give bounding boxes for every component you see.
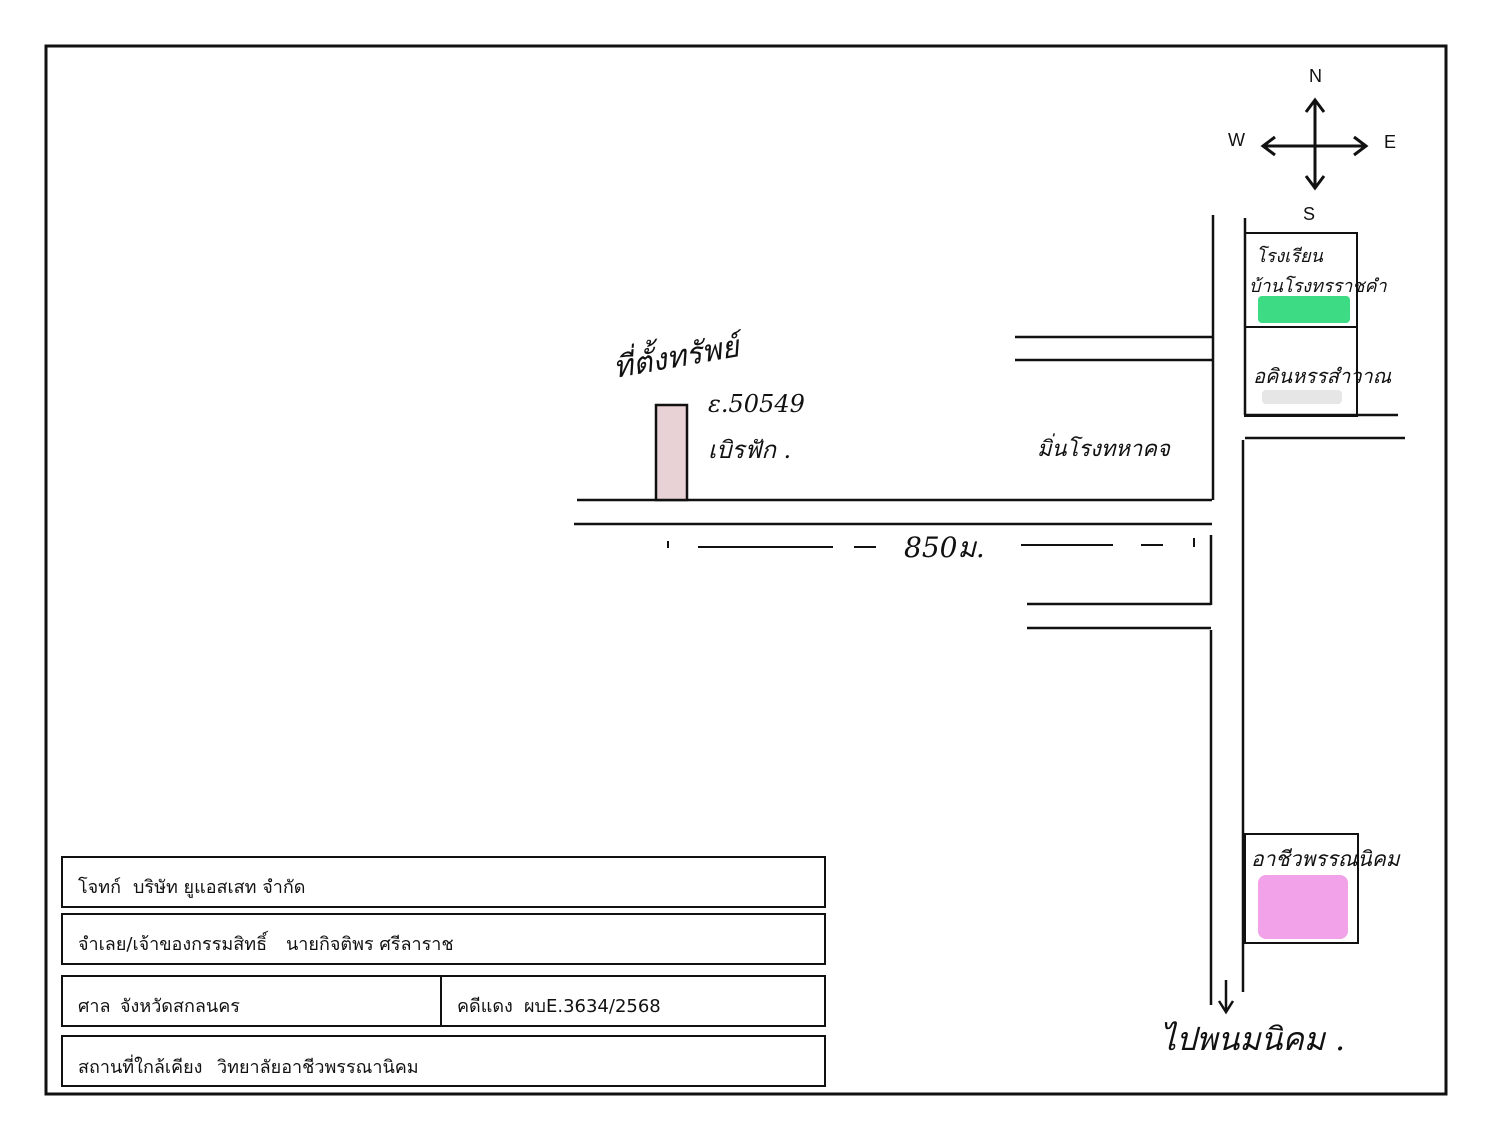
college-outline [1244, 833, 1359, 944]
compass-north-label: N [1309, 66, 1322, 86]
college-block: อาชีวพรรณนิคม [1244, 833, 1401, 944]
court-label: ศาล [78, 996, 111, 1017]
map-frame [44, 44, 1448, 1096]
nearby-row [61, 1035, 826, 1087]
compass-west-label: W [1228, 130, 1245, 150]
college-label: อาชีวพรรณนิคม [1251, 847, 1401, 871]
temple-block: อคินหรรสำวาณ [1244, 326, 1392, 417]
school-label: โรงเรียน [1256, 245, 1323, 267]
direction-label: ไปพนมนิคม . [1160, 1020, 1345, 1058]
west-arrow-icon [1260, 135, 1276, 157]
case-label: คดีแดง [457, 996, 513, 1017]
court-row [61, 975, 826, 1027]
compass-east-label: E [1384, 132, 1396, 152]
defendant-row [61, 913, 826, 965]
school-highlight [1258, 296, 1350, 323]
temple-highlight [1262, 390, 1342, 404]
side-road-upper [1015, 335, 1213, 362]
temple-outline [1244, 326, 1358, 417]
compass-south-label: S [1303, 204, 1315, 224]
court-value: จังหวัดสกลนคร [120, 996, 240, 1017]
defendant-label: จำเลย/เจ้าของกรรมสิทธิ์ [78, 930, 269, 955]
distance-label: 850ม. [904, 531, 985, 564]
south-arrow-icon [1304, 175, 1326, 191]
property-title: ที่ตั้งทรัพย์ [609, 323, 747, 386]
college-highlight [1258, 875, 1348, 939]
school-name-label: บ้านโรงทรราชคำ [1249, 275, 1388, 297]
direction-arrow [1217, 980, 1235, 1015]
info-table [61, 856, 826, 1087]
nearby-value: วิทยาลัยอาชีวพรรณานิคม [217, 1057, 419, 1078]
property-note: เบิรฟัก . [708, 436, 791, 464]
north-arrow-icon [1304, 97, 1326, 113]
plaintiff-label: โจทก์ [78, 876, 121, 898]
plaintiff-row [61, 856, 826, 908]
compass [1260, 97, 1369, 191]
school-block: โรงเรียน บ้านโรงทรราชคำ [1244, 232, 1388, 328]
property-marker [654, 403, 689, 502]
case-value: ผบE.3634/2568 [524, 996, 661, 1017]
vertical-road [1209, 215, 1247, 1005]
defendant-value: นายกิจติพร ศรีลาราช [286, 934, 454, 955]
side-road-lower [1027, 602, 1211, 630]
temple-label: อคินหรรสำวาณ [1253, 364, 1392, 388]
nearby-label: สถานที่ใกล้เคียง [78, 1054, 202, 1078]
distance-dimension [667, 538, 1195, 548]
east-arrow-icon [1353, 135, 1369, 157]
plaintiff-value: บริษัท ยูแอสเสท จำกัด [133, 877, 305, 898]
property-lot-number: ε.50549 [708, 390, 805, 418]
down-arrow-icon [1217, 1000, 1235, 1015]
road-name-label: มิ่นโรงทหาคจ [1037, 433, 1171, 462]
main-road [574, 498, 1212, 526]
side-road-right [1245, 413, 1405, 440]
